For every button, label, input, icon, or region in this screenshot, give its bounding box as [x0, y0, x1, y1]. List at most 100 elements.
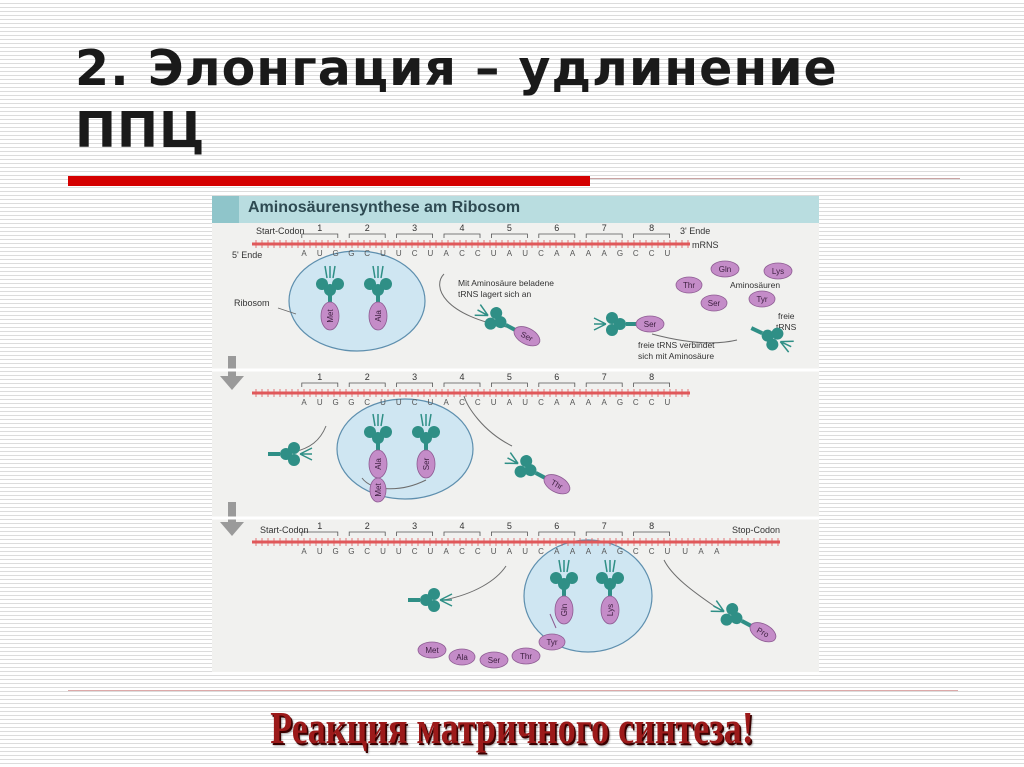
mrna-base: G [332, 547, 338, 556]
mrna-base: C [538, 249, 544, 258]
mrna-base: U [491, 249, 497, 258]
mrna-base: C [412, 398, 418, 407]
amino-acid [600, 595, 620, 625]
mrna-base: A [602, 249, 608, 258]
codon-number: 4 [459, 372, 464, 382]
mrna-base: C [412, 249, 418, 258]
mrna-base: U [380, 398, 386, 407]
codon-bracket [348, 233, 386, 238]
mrna-base: A [301, 249, 307, 258]
trna-loop [372, 432, 384, 444]
codon-number: 5 [507, 372, 512, 382]
mrna-base: U [428, 398, 434, 407]
amino-acid-label: Met [374, 483, 383, 497]
trna-anticodon [372, 265, 384, 279]
trna-loop [324, 284, 336, 296]
amino-acid [416, 449, 436, 479]
trna-anticodon [372, 413, 384, 427]
amino-acid-label: Thr [683, 281, 695, 290]
trns-label: tRNS [776, 322, 797, 332]
mrna-base: U [317, 249, 323, 258]
codon-number: 7 [602, 521, 607, 531]
figure-header: Aminosäurensynthese am Ribosom [212, 196, 819, 223]
mrna-base: G [617, 547, 623, 556]
start-codon-label: Start-Codon [256, 226, 305, 236]
trna-loop [420, 594, 432, 606]
title-rule-thin [590, 178, 960, 179]
trna-anticodon [420, 413, 432, 427]
codon-bracket [443, 382, 481, 387]
codon-bracket [491, 233, 528, 238]
ribosome [336, 398, 474, 500]
ribosom-label: Ribosom [234, 298, 270, 308]
amino-acid-label: Gln [719, 265, 731, 274]
codon-number: 3 [412, 521, 417, 531]
codon-number: 7 [602, 223, 607, 233]
mrna-base: A [554, 547, 560, 556]
codon-number: 4 [459, 521, 464, 531]
codon-number: 8 [649, 223, 654, 233]
codon-number: 1 [317, 521, 322, 531]
mrna-base: A [586, 249, 592, 258]
trna-loop [604, 578, 616, 590]
codon-number: 1 [317, 223, 322, 233]
trna-molecule: Gln [550, 559, 578, 625]
amino-acid-label: Met [425, 646, 439, 655]
static-art [212, 250, 819, 653]
mrna-label: mRNS [692, 240, 719, 250]
mrna-base: C [649, 249, 655, 258]
mrna-base: A [507, 249, 513, 258]
amino-acid [368, 301, 388, 331]
trna-loop [524, 464, 537, 477]
five-end-label: 5' Ende [232, 250, 262, 260]
peptide-bond [549, 613, 557, 629]
codon-number: 2 [365, 521, 370, 531]
mrna-base: C [633, 547, 639, 556]
amino-acid [763, 262, 793, 280]
amino-acid [749, 622, 777, 643]
verbindet-label: freie tRNS verbindet [638, 340, 715, 350]
trna-loop [490, 307, 503, 320]
trna-anticodon [593, 317, 607, 331]
mrna-base: C [538, 398, 544, 407]
mrna-base: A [602, 398, 608, 407]
trna-anticodon [604, 559, 616, 573]
trna-stem [408, 598, 420, 602]
amino-acid [511, 647, 541, 665]
mrna-base: A [444, 249, 450, 258]
mrna-base: A [570, 249, 576, 258]
beladen-label: tRNS lagert sich an [458, 289, 531, 299]
mrna-base: C [475, 547, 481, 556]
free-trna: Pro [710, 600, 777, 643]
curved-arrow-icon [663, 559, 718, 609]
mrna-base: A [586, 398, 592, 407]
mrna-base: A [507, 547, 513, 556]
mrna-base: C [538, 547, 544, 556]
codon-bracket [301, 382, 339, 387]
curved-arrow-icon [443, 565, 507, 601]
start-codon-label: Start-Codon [260, 525, 309, 535]
free-trna [750, 326, 794, 353]
mrna-base: G [348, 398, 354, 407]
trna-loop [761, 329, 774, 342]
mrna-base: C [459, 249, 465, 258]
amino-acid [369, 477, 387, 503]
trna-stem [424, 442, 428, 452]
codon-number: 2 [365, 223, 370, 233]
codon-bracket [491, 531, 528, 536]
codon-bracket [585, 233, 623, 238]
mrna-base: U [522, 398, 528, 407]
amino-acid [635, 315, 665, 333]
trna-stem [376, 294, 380, 304]
mrna-base: A [570, 398, 576, 407]
mrna-base: A [554, 398, 560, 407]
codon-number: 4 [459, 223, 464, 233]
trna-stem [608, 588, 612, 598]
codon-number: 2 [365, 372, 370, 382]
free-trna: Ser [593, 312, 665, 336]
trna-anticodon [710, 600, 725, 613]
codon-bracket [443, 531, 481, 536]
trna-anticodon [504, 452, 519, 465]
codon-number: 6 [554, 521, 559, 531]
trna-anticodon [439, 593, 453, 607]
